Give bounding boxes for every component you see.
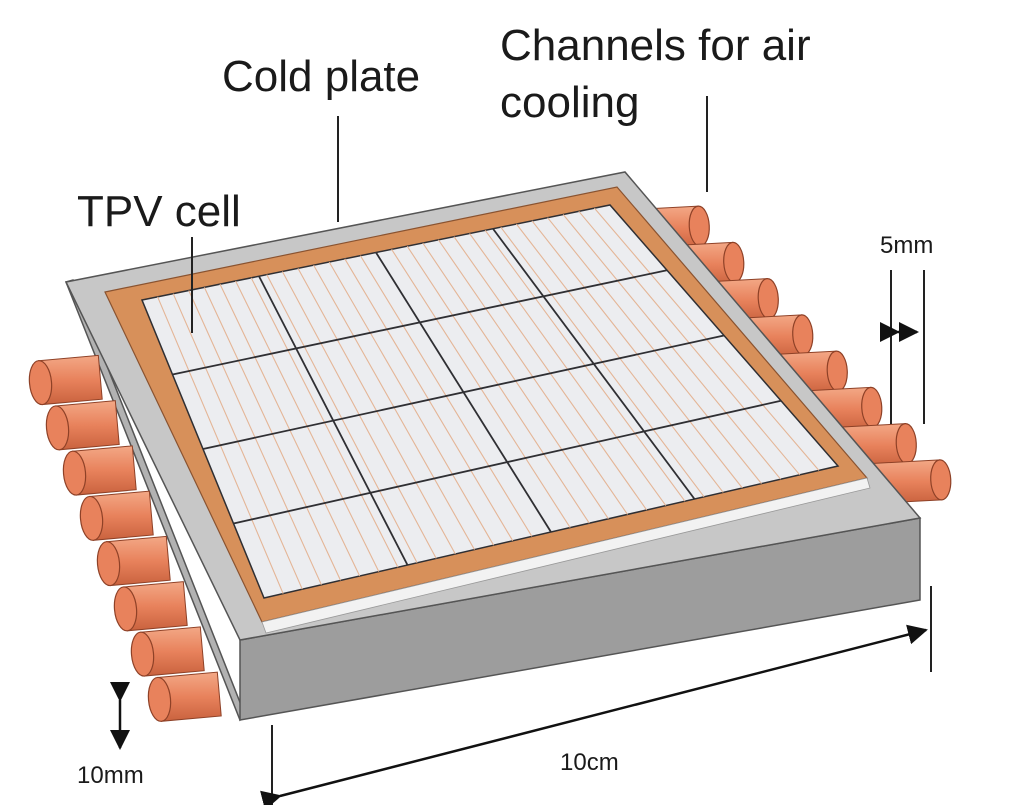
channel-end bbox=[28, 360, 53, 406]
channels-label-line2: cooling bbox=[500, 78, 639, 127]
cooling-channel bbox=[130, 626, 205, 677]
channel-end bbox=[79, 495, 104, 541]
cell-grid-line bbox=[233, 399, 782, 525]
left-cooling-channels bbox=[28, 354, 222, 722]
gap-5mm-label: 5mm bbox=[880, 232, 933, 259]
length-10cm-label: 10cm bbox=[560, 749, 619, 776]
channel-end bbox=[930, 459, 952, 501]
tpv-cell-label: TPV cell bbox=[77, 187, 241, 236]
cooling-channel bbox=[113, 581, 188, 632]
channel-end bbox=[96, 541, 121, 587]
cooling-channel bbox=[79, 490, 154, 541]
channel-end bbox=[147, 676, 172, 722]
cooling-channel bbox=[28, 354, 103, 406]
cell-grid-line bbox=[202, 334, 725, 450]
cooling-channel bbox=[96, 535, 171, 587]
gap-dimension bbox=[880, 270, 925, 424]
length-dimension bbox=[260, 586, 932, 805]
cell-grid bbox=[172, 228, 782, 566]
channel-end bbox=[113, 586, 138, 632]
height-10mm-label: 10mm bbox=[77, 762, 144, 789]
channels-label-line1: Channels for air bbox=[500, 21, 811, 70]
cooling-channel bbox=[62, 445, 137, 496]
channel-end bbox=[62, 450, 87, 496]
channel-end bbox=[130, 631, 155, 677]
cold-plate-body bbox=[64, 171, 922, 722]
cold-plate-label: Cold plate bbox=[222, 52, 420, 101]
cooling-channel bbox=[45, 400, 120, 451]
cooling-channel bbox=[147, 671, 222, 722]
cell-grid-line bbox=[172, 269, 668, 376]
channel-end bbox=[45, 405, 70, 451]
